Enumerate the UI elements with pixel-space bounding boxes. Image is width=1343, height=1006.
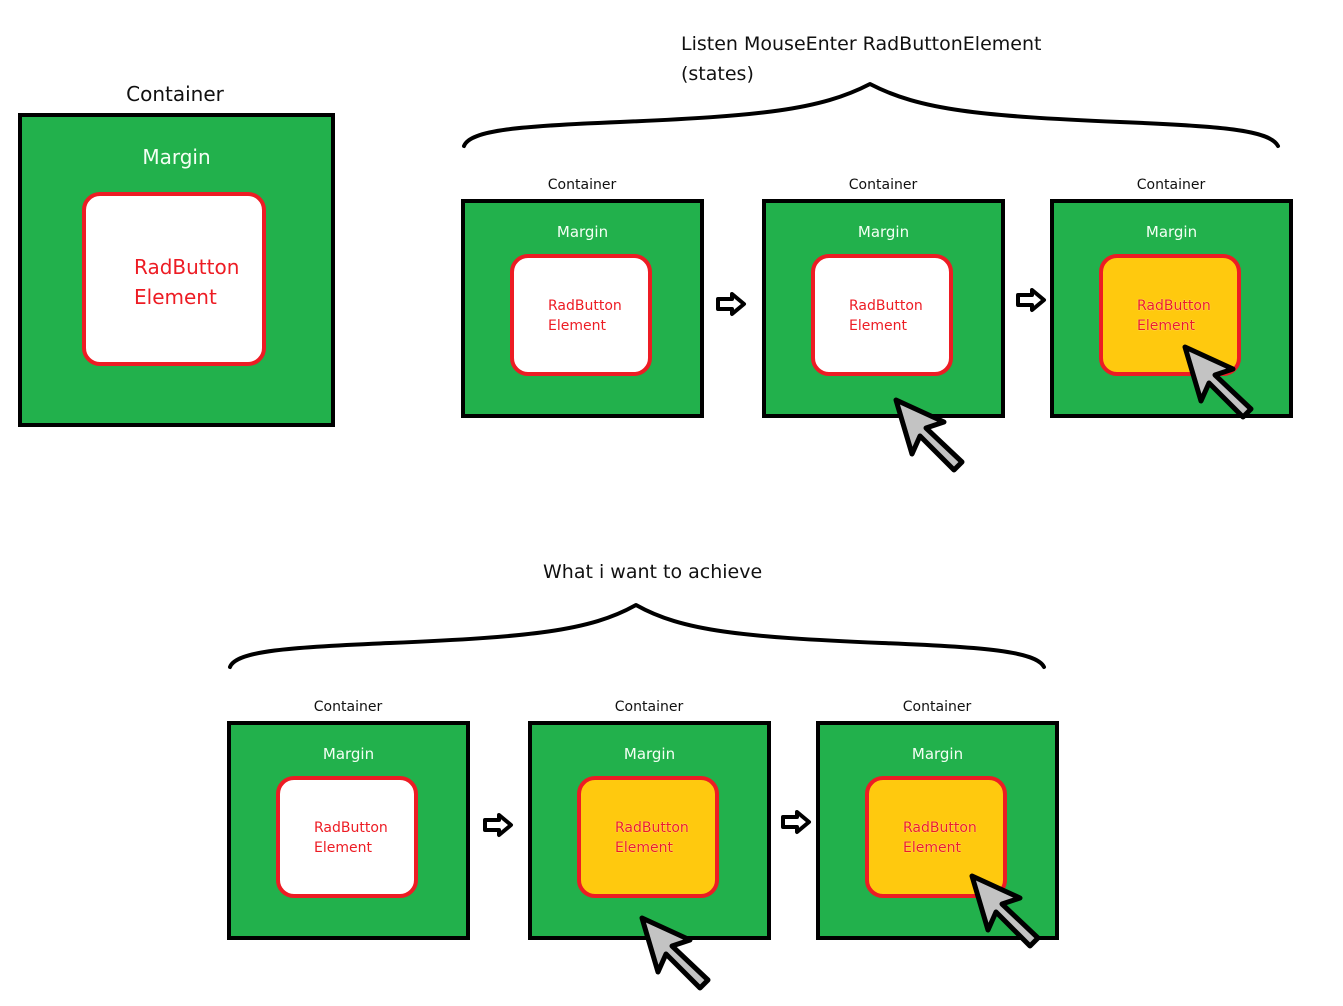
radbutton-label-line2: Element: [134, 285, 217, 309]
radbutton-label-line2: Element: [548, 318, 606, 334]
radbutton-label: RadButton Element: [849, 296, 923, 336]
right-arrow-icon: [716, 292, 746, 316]
radbutton-label: RadButton Element: [1137, 296, 1211, 336]
curly-brace-current: [462, 82, 1280, 148]
reference-radbutton-label: RadButton Element: [134, 252, 239, 312]
radbutton-label-line1: RadButton: [134, 255, 240, 279]
margin-label: Margin: [322, 745, 375, 763]
current-state-1-container: Margin RadButton Element: [461, 199, 704, 418]
radbutton-label-line2: Element: [903, 840, 961, 856]
reference-container-label: Container: [126, 82, 224, 106]
reference-radbutton-element[interactable]: RadButton Element: [82, 192, 266, 366]
margin-label: Margin: [857, 223, 910, 241]
radbutton-label: RadButton Element: [615, 818, 689, 858]
desired-state-2-container: Margin RadButton Element: [528, 721, 771, 940]
radbutton-label-line1: RadButton: [849, 298, 923, 314]
radbutton-label-line1: RadButton: [314, 820, 388, 836]
radbutton-label-line2: Element: [849, 318, 907, 334]
radbutton-label-line1: RadButton: [548, 298, 622, 314]
reference-margin-label: Margin: [142, 145, 211, 169]
right-arrow-icon: [781, 810, 811, 834]
radbutton-label: RadButton Element: [548, 296, 622, 336]
right-arrow-icon: [483, 813, 513, 837]
current-title-line1: Listen MouseEnter RadButtonElement: [681, 33, 1042, 55]
current-state-2-container-label: Container: [848, 177, 918, 193]
radbutton-label-line2: Element: [1137, 318, 1195, 334]
desired-state-1-container-label: Container: [313, 699, 383, 715]
right-arrow-icon: [1016, 288, 1046, 312]
current-state-2-container: Margin RadButton Element: [762, 199, 1005, 418]
desired-state-2-container-label: Container: [614, 699, 684, 715]
margin-label: Margin: [1145, 223, 1198, 241]
radbutton-element[interactable]: RadButton Element: [510, 254, 652, 376]
radbutton-label: RadButton Element: [314, 818, 388, 858]
radbutton-label-line2: Element: [314, 840, 372, 856]
radbutton-label-line1: RadButton: [615, 820, 689, 836]
current-state-3-container: Margin RadButton Element: [1050, 199, 1293, 418]
current-behavior-title: Listen MouseEnter RadButtonElement (stat…: [681, 29, 1041, 89]
radbutton-label-line1: RadButton: [1137, 298, 1211, 314]
radbutton-label-line2: Element: [615, 840, 673, 856]
current-title-line2: (states): [681, 63, 754, 85]
radbutton-element-hover[interactable]: RadButton Element: [577, 776, 719, 898]
margin-label: Margin: [623, 745, 676, 763]
margin-label: Margin: [556, 223, 609, 241]
radbutton-element[interactable]: RadButton Element: [811, 254, 953, 376]
radbutton-element-hover[interactable]: RadButton Element: [865, 776, 1007, 898]
curly-brace-desired: [228, 603, 1046, 669]
desired-state-1-container: Margin RadButton Element: [227, 721, 470, 940]
radbutton-label: RadButton Element: [903, 818, 977, 858]
radbutton-element-hover[interactable]: RadButton Element: [1099, 254, 1241, 376]
desired-state-3-container: Margin RadButton Element: [816, 721, 1059, 940]
margin-label: Margin: [911, 745, 964, 763]
current-state-3-container-label: Container: [1136, 177, 1206, 193]
radbutton-element[interactable]: RadButton Element: [276, 776, 418, 898]
desired-state-3-container-label: Container: [902, 699, 972, 715]
reference-container: Margin RadButton Element: [18, 113, 335, 427]
desired-behavior-title: What i want to achieve: [543, 561, 763, 583]
current-state-1-container-label: Container: [547, 177, 617, 193]
radbutton-label-line1: RadButton: [903, 820, 977, 836]
